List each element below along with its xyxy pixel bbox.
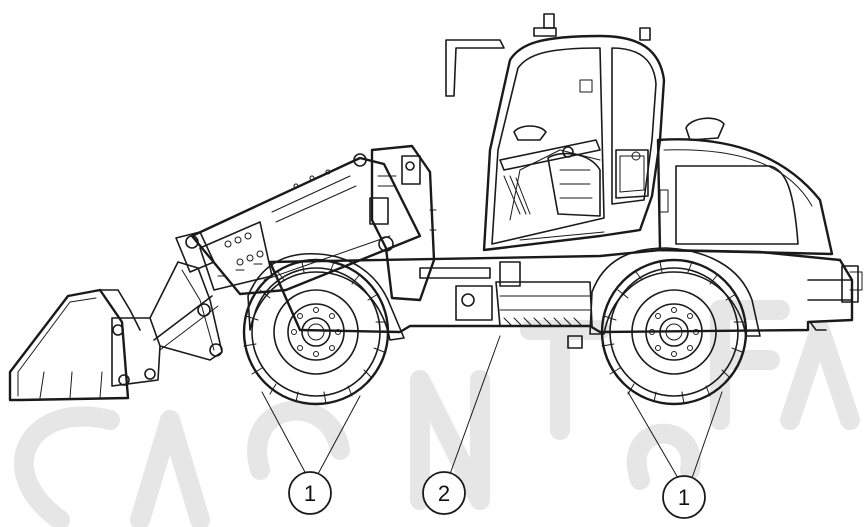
boom-tower	[369, 144, 437, 302]
callout-label-front-tyres: 1	[304, 481, 316, 506]
callout-frame: 2	[422, 471, 466, 515]
rear-wheel	[589, 247, 761, 406]
callout-rear-tyres: 1	[662, 475, 706, 519]
front-wheel	[242, 252, 405, 406]
callout-front-tyres: 1	[288, 471, 332, 515]
leader-lines	[261, 335, 723, 479]
callout-label-frame: 2	[438, 481, 450, 506]
rear-wheel-bolts	[649, 307, 699, 357]
operator-cab	[445, 13, 666, 252]
front-wheel-bolts	[291, 307, 341, 357]
watermark	[13, 300, 860, 527]
bucket	[8, 288, 141, 402]
telescopic-boom	[190, 153, 422, 296]
engine-hood	[656, 117, 834, 256]
tool-carrier	[111, 231, 223, 387]
callout-label-rear-tyres: 1	[678, 485, 690, 510]
